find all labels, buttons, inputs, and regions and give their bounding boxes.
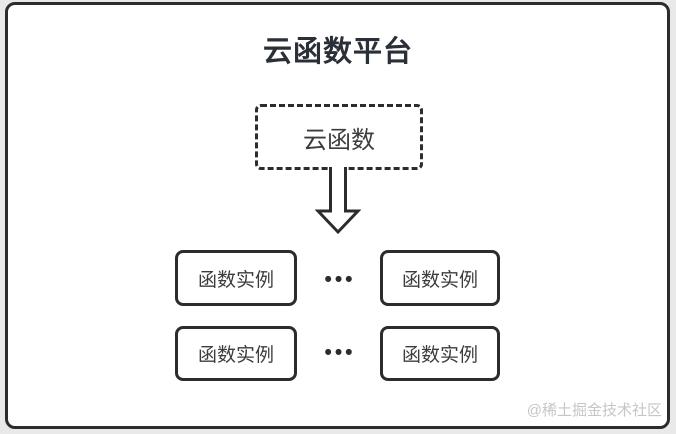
function-instance-label: 函数实例 (401, 345, 478, 366)
function-instance-label: 函数实例 (197, 269, 274, 291)
down-arrow-icon (315, 167, 361, 235)
ellipsis-dots: ••• (324, 268, 356, 291)
function-instance-node: 函数实例 (380, 326, 500, 381)
function-instance-label: 函数实例 (401, 269, 478, 291)
function-instance-node: 函数实例 (380, 250, 500, 306)
watermark: @稀土掘金技术社区 (526, 402, 662, 419)
function-instance-label: 函数实例 (197, 345, 274, 366)
cloud-function-node: 云函数 (255, 104, 423, 170)
function-instance-node: 函数实例 (175, 250, 297, 306)
diagram-title: 云函数平台 (262, 36, 413, 68)
ellipsis-dots: ••• (324, 341, 356, 364)
function-instance-node: 函数实例 (175, 326, 297, 381)
cloud-function-label: 云函数 (303, 126, 375, 154)
